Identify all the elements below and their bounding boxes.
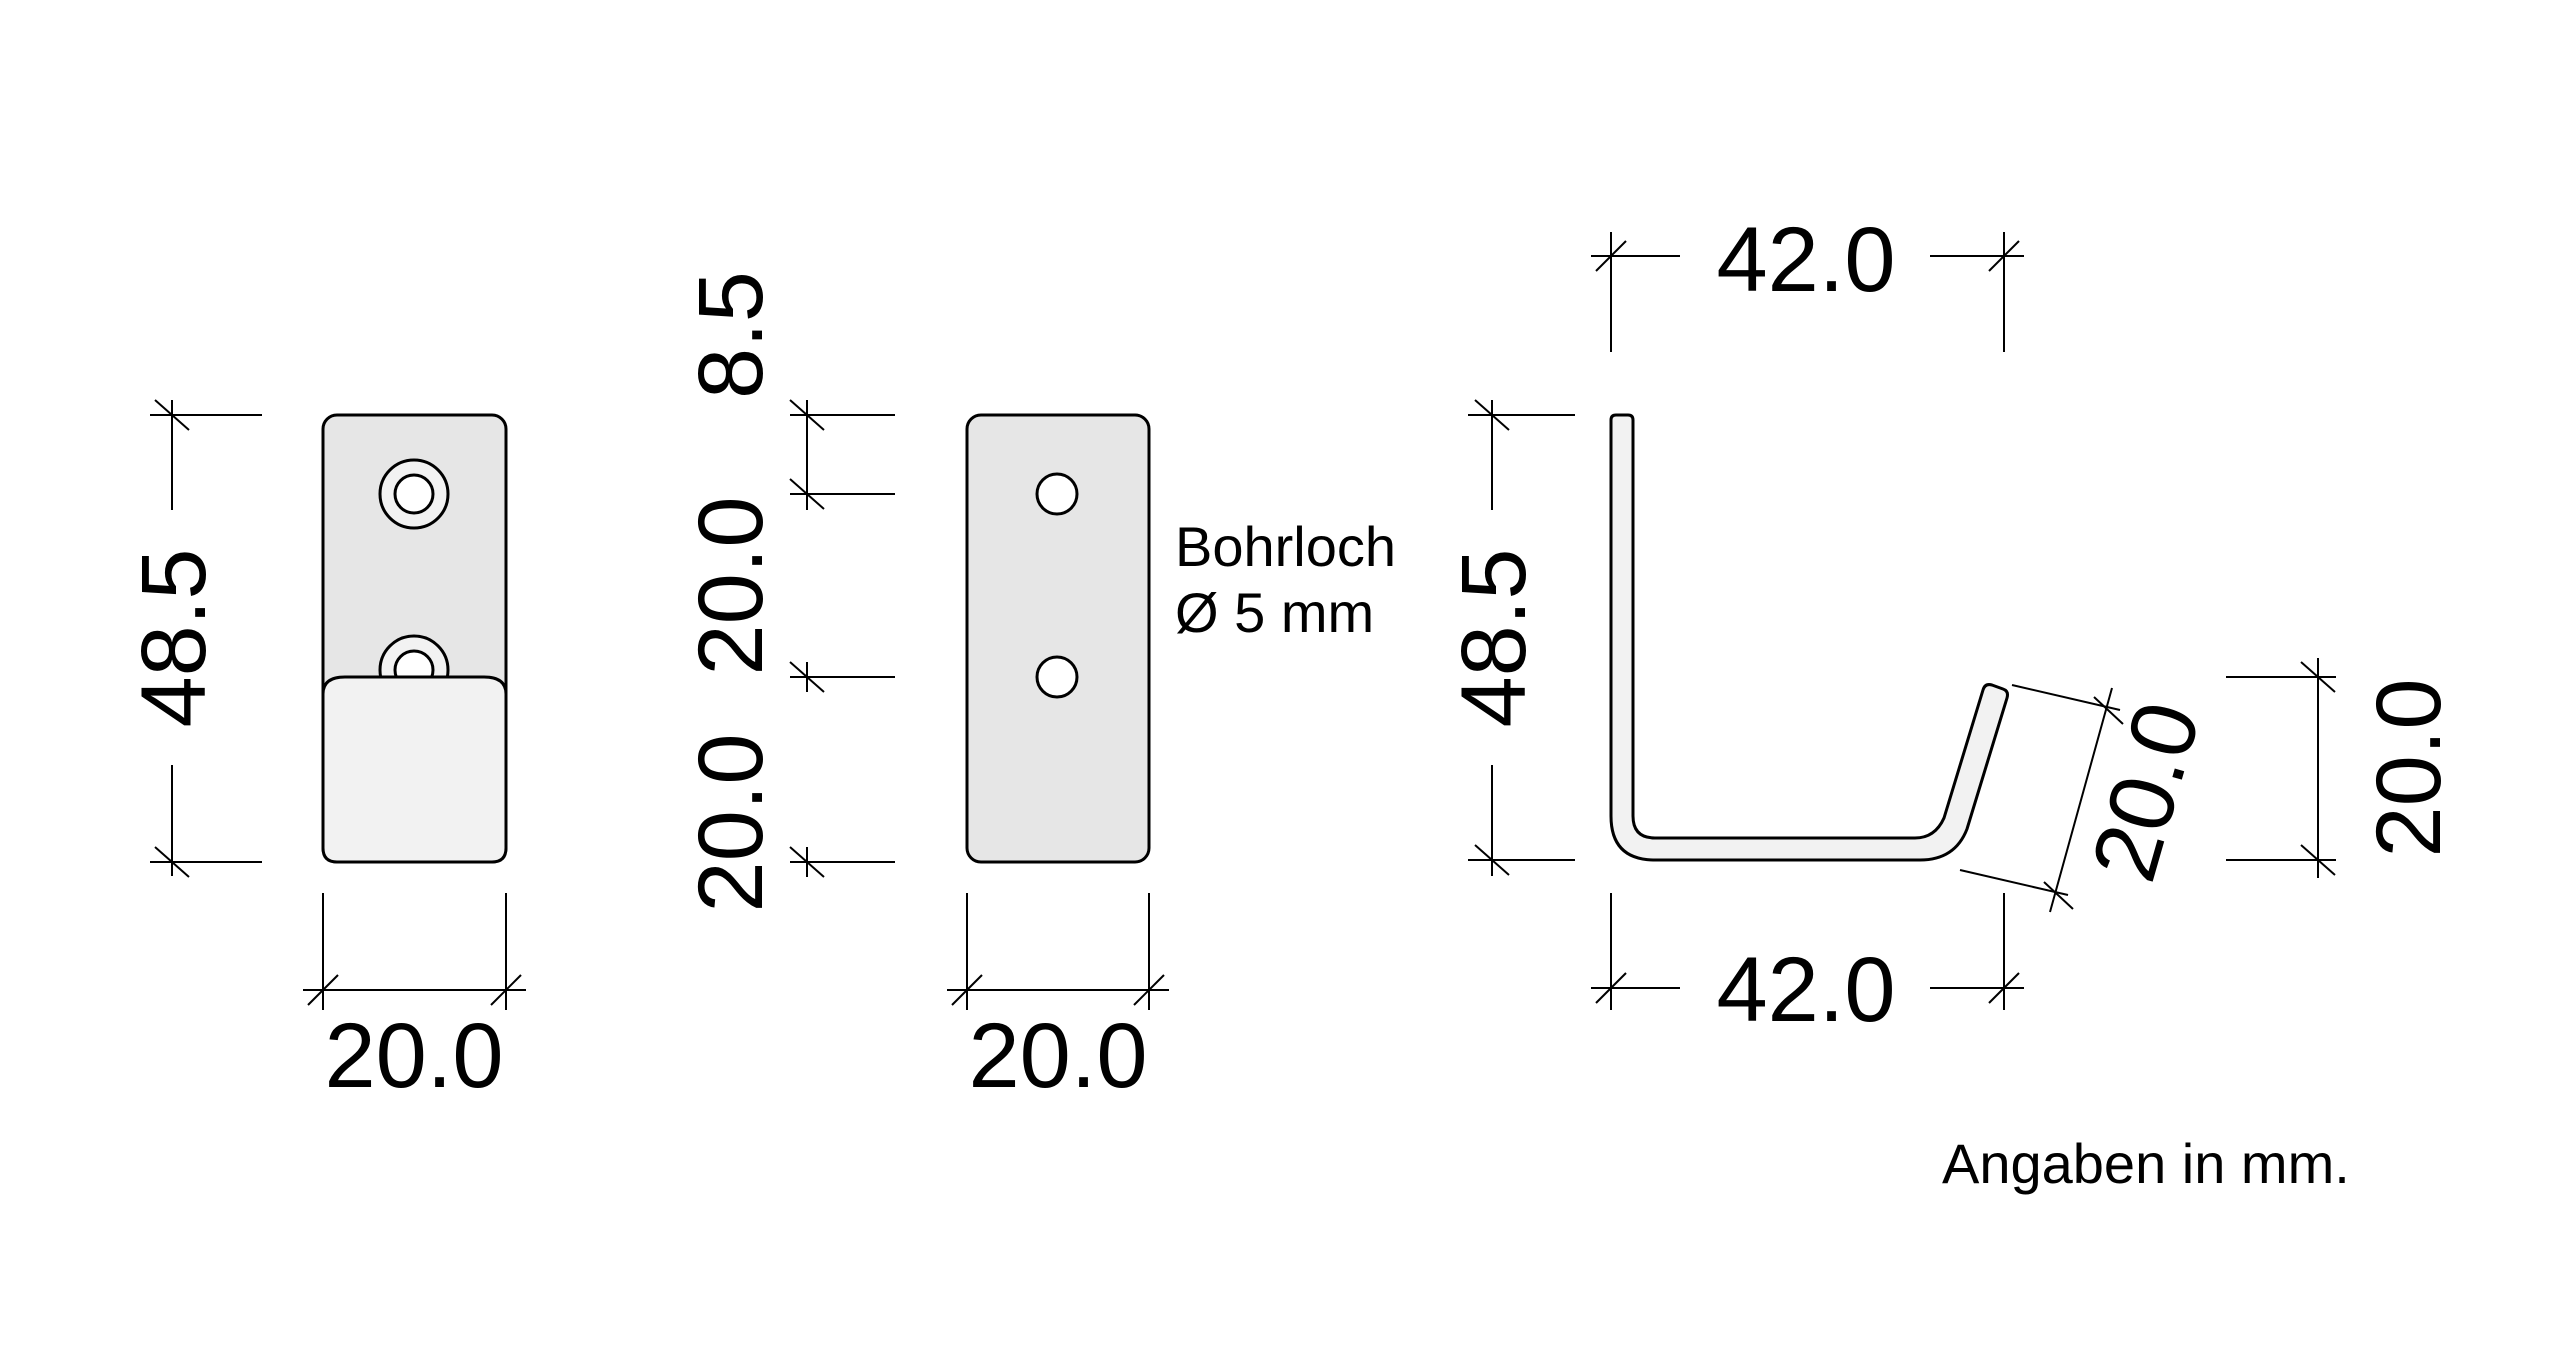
front-hook-face	[321, 675, 508, 864]
back-hole-spacing-label: 20.0	[680, 496, 782, 675]
side-lip-height-label: 20.0	[2358, 678, 2460, 857]
back-width-tick-left	[951, 974, 983, 1006]
side-height-tick-bottom	[1474, 844, 1510, 876]
back-width-tick-right	[1133, 974, 1165, 1006]
side-top-tick-right	[1988, 240, 2020, 272]
back-tick-2	[789, 478, 825, 510]
side-bottom-width-label: 42.0	[1716, 939, 1895, 1041]
side-bottom-tick-left	[1595, 972, 1627, 1004]
side-lip-tick-top	[2093, 696, 2124, 725]
front-width-tick-right	[490, 974, 522, 1006]
side-view: 42.0 48.5 20.0 20.0 42.0	[1443, 209, 2460, 1041]
back-view: 8.5 20.0 20.0 Bohrloch Ø 5 mm 20.0	[680, 271, 1396, 1107]
back-bottom-hole	[1035, 655, 1079, 699]
units-note: Angaben in mm.	[1942, 1132, 2350, 1195]
hole-label-line1: Bohrloch	[1175, 515, 1396, 578]
side-lip-height-tick-bottom	[2300, 844, 2336, 876]
side-lip-dim-line	[2049, 687, 2113, 913]
side-height-label: 48.5	[1443, 548, 1545, 727]
side-hook-profile	[1609, 413, 2009, 862]
front-height-label: 48.5	[123, 548, 225, 727]
hole-label-line2: Ø 5 mm	[1175, 581, 1374, 644]
front-width-tick-left	[307, 974, 339, 1006]
back-plate	[965, 413, 1151, 864]
back-bottom-label: 20.0	[680, 733, 782, 912]
side-lip-ext-bottom	[1959, 869, 2069, 896]
front-height-tick-bottom	[154, 846, 190, 878]
front-width-label: 20.0	[324, 1005, 503, 1107]
front-top-hole-inner	[393, 473, 435, 515]
side-top-tick-left	[1595, 240, 1627, 272]
side-bottom-tick-right	[1988, 972, 2020, 1004]
side-lip-length-label: 20.0	[2072, 691, 2219, 891]
side-top-width-label: 42.0	[1716, 209, 1895, 311]
side-height-tick-top	[1474, 399, 1510, 431]
back-tick-1	[789, 399, 825, 431]
back-top-hole	[1035, 472, 1079, 516]
front-view: 48.5 20.0	[123, 399, 526, 1107]
side-lip-tick-bottom	[2043, 881, 2074, 910]
back-tick-3	[789, 661, 825, 693]
back-width-label: 20.0	[968, 1005, 1147, 1107]
back-tick-4	[789, 846, 825, 878]
side-lip-height-tick-top	[2300, 661, 2336, 693]
side-lip-ext-top	[2011, 684, 2121, 711]
front-height-tick-top	[154, 399, 190, 431]
back-top-offset-label: 8.5	[680, 271, 782, 399]
